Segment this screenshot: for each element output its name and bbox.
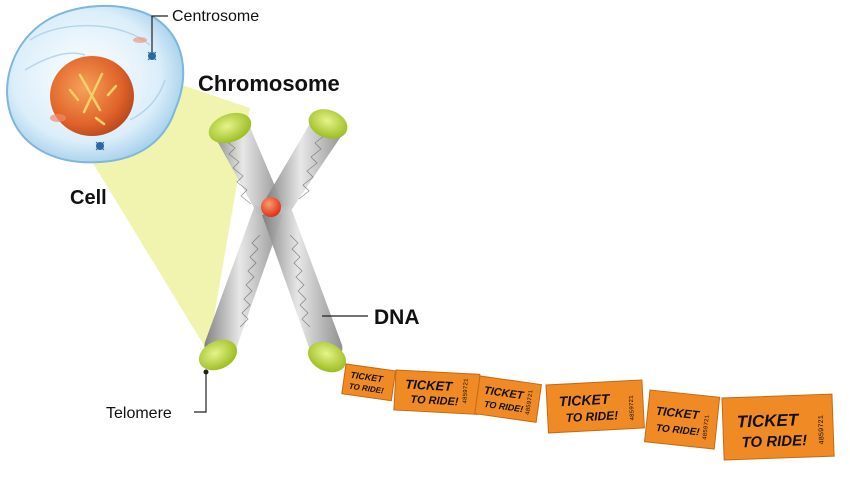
centrosome-dot-bottom bbox=[95, 141, 105, 151]
ticket-6-serial: 4859721 bbox=[818, 415, 827, 445]
chromosome bbox=[198, 109, 348, 373]
telomere-leader bbox=[194, 372, 207, 413]
ticket-3-serial: 4859721 bbox=[524, 389, 534, 415]
ticket-strip: TICKET TO RIDE! TICKET TO RIDE! 4859721 … bbox=[341, 363, 835, 461]
cell-label: Cell bbox=[70, 187, 107, 209]
ticket-3-line1: TICKET bbox=[483, 385, 525, 403]
cell bbox=[6, 4, 185, 164]
telomere-bottom-right bbox=[307, 341, 347, 373]
ticket-3: TICKET TO RIDE! 4859721 bbox=[474, 375, 542, 423]
nucleus-chromosomes bbox=[68, 72, 118, 126]
ticket-2-line1: TICKET bbox=[405, 377, 454, 394]
ticket-6: TICKET TO RIDE! 4859721 bbox=[721, 393, 835, 461]
ticket-1: TICKET TO RIDE! bbox=[341, 363, 397, 402]
ticket-5-serial: 4859721 bbox=[701, 414, 711, 440]
ticket-6-line2: TO RIDE! bbox=[741, 432, 807, 451]
ticket-6-line1: TICKET bbox=[737, 410, 801, 431]
centrosome-label: Centrosome bbox=[172, 8, 259, 25]
chromosome-arm-upper-right bbox=[265, 113, 345, 212]
centrosome-dot-top bbox=[147, 51, 157, 61]
ticket-4-line2: TO RIDE! bbox=[565, 408, 618, 425]
chromosome-label: Chromosome bbox=[198, 71, 340, 96]
ticket-1-line1: TICKET bbox=[350, 370, 385, 385]
chromosome-arm-lower-left bbox=[204, 205, 283, 360]
telomere-label: Telomere bbox=[106, 405, 172, 422]
ticket-2-serial: 4859721 bbox=[461, 378, 469, 404]
ticket-4: TICKET TO RIDE! 4859721 bbox=[545, 379, 645, 434]
ticket-5: TICKET TO RIDE! 4859721 bbox=[644, 389, 721, 450]
ticket-2-line2: TO RIDE! bbox=[410, 394, 459, 409]
telomere-top-left bbox=[208, 112, 252, 144]
ticket-5-line2: TO RIDE! bbox=[655, 423, 700, 439]
centromere bbox=[261, 197, 281, 217]
ticket-4-line1: TICKET bbox=[558, 391, 611, 410]
dna-coils bbox=[224, 134, 326, 328]
dna-label: DNA bbox=[374, 306, 420, 329]
ticket-5-line1: TICKET bbox=[655, 404, 701, 423]
ticket-4-serial: 4859721 bbox=[628, 395, 636, 421]
centrosome-leader bbox=[151, 15, 168, 52]
telomere-bottom-left bbox=[198, 339, 238, 371]
ticket-2: TICKET TO RIDE! 4859721 bbox=[393, 369, 481, 415]
telomere-top-right bbox=[308, 109, 348, 139]
chromosome-arm-lower-right bbox=[262, 205, 343, 364]
